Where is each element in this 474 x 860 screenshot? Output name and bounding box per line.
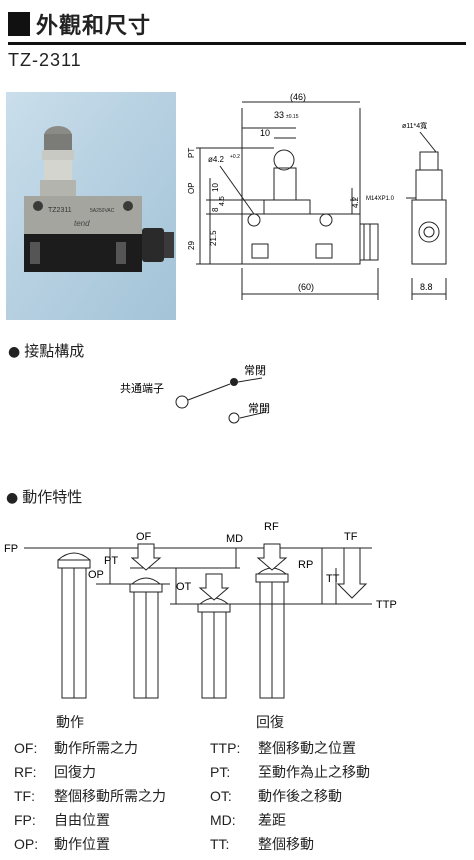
legend-header-return: 回復 — [256, 715, 284, 731]
dim-bottom-width: (60) — [298, 282, 314, 292]
dim-45: 4.5 — [219, 196, 226, 206]
photo-rating-label: 5A250VAC — [90, 208, 115, 214]
contact-diagram: 共通端子 常閉 常開 — [120, 364, 270, 424]
photo-model-label: TZ2311 — [48, 207, 72, 214]
op-md: MD — [226, 533, 243, 545]
op-op: OP — [88, 569, 104, 581]
dim-side-width: 8.8 — [420, 282, 433, 292]
legend-item: RF:回復力 — [14, 764, 96, 781]
common-terminal-label: 共通端子 — [120, 382, 164, 395]
op-tt: TT — [326, 573, 340, 585]
dim-hole: ø4.2 — [208, 155, 225, 164]
product-photo: TZ2311 5A250VAC tend — [6, 92, 176, 320]
operation-diagram: FP PT OP OF OT MD RF RP TF TT TTP — [4, 521, 397, 699]
dim-pt: PT — [187, 148, 196, 158]
no-label: 常開 — [248, 402, 270, 415]
dimension-drawing: (46) 33 ±0.15 10 ø11*4寬 ø4.2 +0.2 PT OP … — [187, 92, 447, 300]
dim-overall-width: (46) — [290, 92, 306, 102]
dim-thread: M14XP1.0 — [366, 196, 395, 202]
section-header: 外觀和尺寸 — [8, 6, 466, 45]
op-tf: TF — [344, 531, 358, 543]
dim-33: 33 — [274, 110, 284, 120]
dim-8: 8 — [211, 207, 220, 212]
contacts-section-title: ●接點構成 — [8, 342, 85, 360]
op-pt: PT — [104, 555, 118, 567]
model-name: TZ-2311 — [8, 50, 82, 70]
dim-roller-diameter: ø11*4寬 — [402, 121, 427, 130]
op-of: OF — [136, 531, 152, 543]
dim-29: 29 — [187, 241, 196, 250]
dim-215: 21.5 — [209, 230, 218, 246]
dim-plunger-width: 10 — [260, 128, 270, 138]
bullet-icon: ● — [8, 344, 21, 360]
legend-item: FP:自由位置 — [14, 812, 110, 829]
legend-item: PT:至動作為止之移動 — [210, 764, 370, 781]
header-square-icon — [8, 12, 30, 36]
op-ot: OT — [176, 581, 192, 593]
operation-section-title: ●動作特性 — [6, 488, 83, 506]
op-fp: FP — [4, 543, 18, 555]
legend-item: OF:動作所需之力 — [14, 740, 138, 757]
nc-label: 常閉 — [244, 364, 266, 377]
op-rf: RF — [264, 521, 279, 533]
legend-item: TT:整個移動 — [210, 836, 314, 853]
legend-item: MD:差距 — [210, 812, 286, 829]
page-title: 外觀和尺寸 — [36, 14, 152, 39]
legend-item: TF:整個移動所需之力 — [14, 788, 166, 805]
op-rp: RP — [298, 559, 313, 571]
dim-op: OP — [187, 182, 196, 194]
legend: 動作 回復 OF:動作所需之力 RF:回復力 TF:整個移動所需之力 FP:自由… — [0, 708, 474, 858]
op-ttp: TTP — [376, 599, 397, 611]
legend-item: TTP:整個移動之位置 — [210, 740, 356, 757]
header-rule — [8, 42, 466, 45]
bullet-icon: ● — [6, 490, 19, 506]
photo-brand-label: tend — [74, 219, 90, 228]
legend-header-action: 動作 — [56, 715, 84, 731]
legend-item: OP:動作位置 — [14, 836, 110, 853]
dim-42: 4.2 — [351, 196, 360, 208]
dim-hole-tol: +0.2 — [230, 154, 240, 160]
dim-33-tol: ±0.15 — [286, 114, 299, 120]
legend-item: OT:動作後之移動 — [210, 788, 342, 805]
dim-10: 10 — [211, 183, 220, 192]
